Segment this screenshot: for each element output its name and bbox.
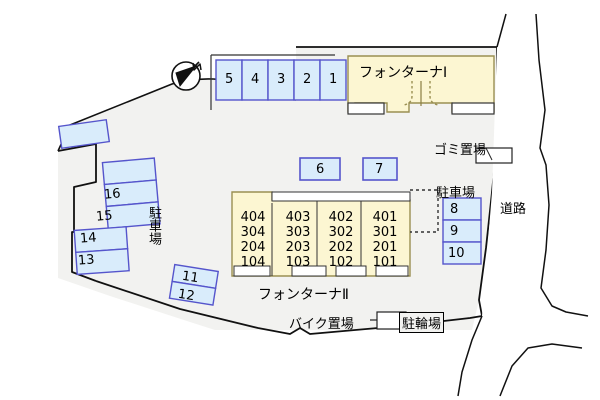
parking-label-12: 12 (176, 286, 196, 305)
parking-label-8: 8 (450, 202, 459, 217)
fontana-2-dotted-annex (410, 189, 439, 233)
fontana-2-entrance-1 (233, 265, 271, 277)
parking-cell-13[interactable] (74, 248, 130, 276)
parking-label-1: 1 (329, 72, 338, 87)
unit-202: 202 (328, 240, 354, 255)
unit-303: 303 (285, 225, 311, 240)
road-polygon (482, 8, 585, 325)
parking-label-5: 5 (225, 72, 234, 87)
fontana-1-entrance-left (347, 102, 385, 115)
unit-403: 403 (285, 210, 311, 225)
garbage-box[interactable] (475, 147, 513, 164)
parking-cell-2[interactable] (293, 59, 321, 101)
parking-cell-10[interactable] (442, 241, 482, 265)
parking-cell-unnumbered-a[interactable] (57, 118, 111, 150)
parking-label-3: 3 (277, 72, 286, 87)
parking-group-left (101, 157, 161, 230)
unit-204: 204 (240, 240, 266, 255)
parking-group-left-lower (73, 226, 130, 276)
fontana-1-entrance-right (451, 102, 495, 115)
road-label: 道路 (500, 202, 527, 217)
driveway-strip-line (210, 54, 335, 110)
unit-column-1: 404 304 204 104 (236, 210, 270, 270)
parking-group-bottom-pair (168, 263, 220, 306)
parking-cell-7[interactable] (362, 157, 398, 181)
unit-203: 203 (285, 240, 311, 255)
fontana-2-entrance-4 (375, 265, 409, 277)
parking-label-6: 6 (316, 162, 325, 177)
building-label-fontana-2: フォンターナⅡ (258, 287, 349, 303)
fontana-2-top-notch (271, 191, 411, 202)
unit-column-3: 402 302 202 102 (324, 210, 358, 270)
parking-group-right (442, 197, 482, 265)
boundary-left (57, 143, 97, 282)
north-arrow-icon (171, 61, 202, 91)
parking-label-9: 9 (450, 224, 459, 239)
unit-401: 401 (372, 210, 398, 225)
garbage-leader-line (485, 147, 493, 161)
parking-cell-6[interactable] (299, 157, 341, 181)
fontana-1-stair-dash-right (429, 81, 439, 106)
parking-cell-12[interactable] (168, 280, 217, 306)
unit-304: 304 (240, 225, 266, 240)
parking-label-4: 4 (251, 72, 260, 87)
unit-301: 301 (372, 225, 398, 240)
parking-label-left: 駐車場 (146, 206, 161, 245)
parking-cell-5[interactable] (215, 59, 243, 101)
fontana-2-entrance-3 (335, 265, 367, 277)
parking-label-7: 7 (375, 162, 384, 177)
road-edge-left (496, 13, 507, 48)
fontana-2-entrance-2 (291, 265, 327, 277)
parking-label-14: 14 (79, 230, 98, 247)
road-lower-branch-2 (499, 343, 583, 397)
unit-402: 402 (328, 210, 354, 225)
road-edge-right (535, 13, 589, 317)
parking-label-15: 15 (95, 208, 114, 225)
parking-cell-8[interactable] (442, 197, 482, 221)
parking-cell-unnumbered-a-group (57, 118, 111, 150)
unit-column-4: 401 301 201 101 (368, 210, 402, 270)
road-lower-branch (457, 315, 483, 397)
unit-404: 404 (240, 210, 266, 225)
bicycle-area-label: 駐輪場 (399, 312, 445, 333)
building-label-fontana-1: フォンターナⅠ (359, 65, 448, 81)
boundary-bottom (95, 280, 483, 335)
garbage-area-label: ゴミ置場 (434, 143, 487, 158)
parking-label-right: 駐車場 (436, 186, 476, 201)
parking-cell-15[interactable] (105, 201, 161, 230)
unit-column-2: 403 303 203 103 (281, 210, 315, 270)
parking-label-13: 13 (77, 252, 96, 269)
bike-area-label: バイク置場 (289, 317, 354, 332)
parking-cell-4[interactable] (241, 59, 269, 101)
unit-103: 103 (285, 255, 311, 270)
parking-label-10: 10 (448, 246, 465, 261)
parking-cell-3[interactable] (267, 59, 295, 101)
parking-cell-9[interactable] (442, 219, 482, 243)
unit-201: 201 (372, 240, 398, 255)
unit-101: 101 (372, 255, 398, 270)
parking-label-11: 11 (180, 268, 200, 287)
parking-cell-1[interactable] (319, 59, 347, 101)
parking-label-2: 2 (303, 72, 312, 87)
parking-group-top (215, 59, 347, 101)
unit-102: 102 (328, 255, 354, 270)
parking-label-16: 16 (103, 186, 122, 203)
unit-104: 104 (240, 255, 266, 270)
fontana-1-stair-dash-left (403, 81, 413, 106)
unit-302: 302 (328, 225, 354, 240)
